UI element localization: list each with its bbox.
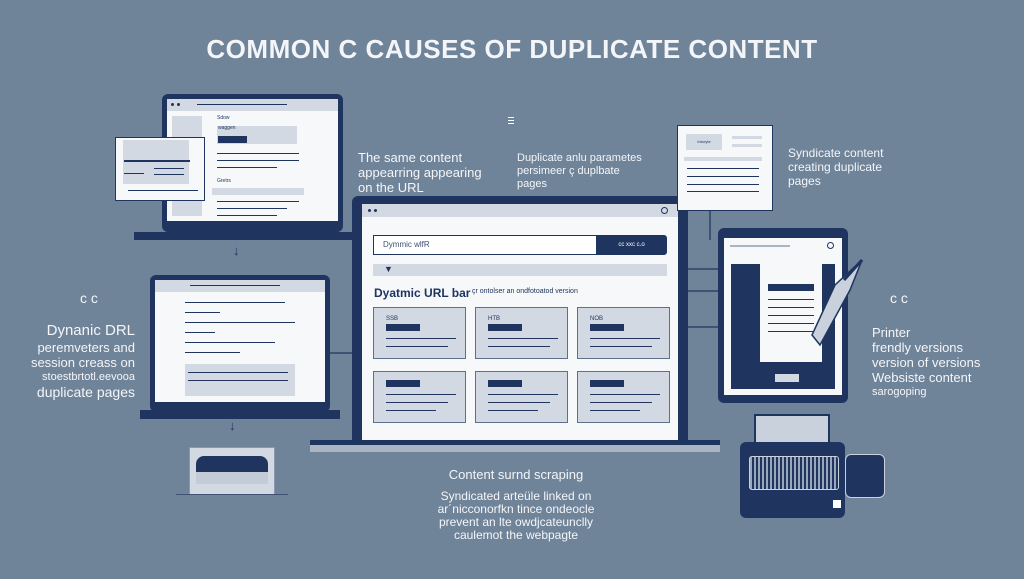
doc-label: Intoryte xyxy=(686,134,722,150)
caption-printer: Printer frendly versions version of vers… xyxy=(872,325,980,400)
connector xyxy=(688,268,720,270)
caption-line: peremveters and xyxy=(37,340,135,355)
second-laptop xyxy=(150,275,330,412)
card-tag: SSB xyxy=(386,316,399,322)
card-title-bar xyxy=(386,324,420,331)
laptop-base xyxy=(140,410,340,419)
content-card[interactable] xyxy=(475,371,568,423)
caption-line: Dynanic DRL xyxy=(46,322,135,339)
connector xyxy=(330,352,354,354)
content-card[interactable]: SSB xyxy=(373,307,466,359)
printer-icon xyxy=(740,412,890,520)
caption-heading: Content surnd scraping xyxy=(448,467,584,482)
caption-dynamic-url: Dynanic DRL peremveters and session crea… xyxy=(20,322,135,400)
laptop-base xyxy=(310,440,720,452)
caption-line: ar´nicconorfkn tince ondeocle xyxy=(437,502,595,516)
card-tag: NOB xyxy=(590,316,604,322)
caption-syndicate: Syndicate content creating duplicate pag… xyxy=(788,146,883,188)
filter-icon[interactable]: ▼ xyxy=(384,264,393,274)
caption-line: appearring appearing xyxy=(358,165,482,180)
card-title-bar xyxy=(590,324,624,331)
divider xyxy=(176,494,288,495)
caption-line: Syndicate content xyxy=(788,146,884,160)
caption-line: duplicate pages xyxy=(36,384,135,400)
content-card[interactable]: HTB xyxy=(475,307,568,359)
section-subheading: çr ontolser an ondfotoatod version xyxy=(472,288,578,295)
caption-line: caulemot the webpagte xyxy=(453,528,579,542)
caption-line: stoestbrtotl.eevooa xyxy=(42,371,135,383)
card-title-bar xyxy=(488,324,522,331)
document-card: Intoryte xyxy=(677,125,773,211)
caption-line: persimeer ç duplbate xyxy=(517,165,620,177)
menu-icon xyxy=(508,117,514,124)
quote-decoration: c c xyxy=(890,290,908,306)
laptop-base xyxy=(134,232,352,240)
arrow-down-icon: ↓ xyxy=(233,243,240,258)
caption-line: Websiste content xyxy=(872,370,972,385)
label: waggen xyxy=(218,125,236,131)
caption-line: Printer xyxy=(872,325,911,340)
caption-line: session creass on xyxy=(30,355,135,370)
caption-scraping: Content surnd scraping Syndicated arteül… xyxy=(316,467,716,542)
url-submit-button[interactable]: cc xxc c.o xyxy=(596,235,667,255)
section-heading: Dyatmic URL bar xyxy=(374,286,471,300)
settings-icon[interactable] xyxy=(661,207,668,214)
caption-line: sarogoping xyxy=(872,386,927,398)
caption-line: The same content xyxy=(358,150,463,165)
quote-decoration: c c xyxy=(80,290,98,306)
label: Sdow xyxy=(217,115,230,121)
card-tag: HTB xyxy=(488,316,500,322)
url-input[interactable]: Dymmic wlfR xyxy=(373,235,597,255)
drive-device-icon xyxy=(189,447,275,495)
top-laptop: Sdow waggen Gretrs xyxy=(162,94,343,232)
caption-same-content: The same content appearring appearing on… xyxy=(358,150,482,195)
content-card[interactable]: NOB xyxy=(577,307,670,359)
caption-line: on the URL xyxy=(358,180,424,195)
connector xyxy=(688,326,720,328)
arrow-down-icon: ↓ xyxy=(229,418,236,433)
caption-line: version of versions xyxy=(872,355,981,370)
caption-line: prevent an lte owdjcateunclly xyxy=(438,515,594,529)
caption-line: creating duplicate xyxy=(788,160,883,174)
card-title-bar xyxy=(590,380,624,387)
page-title: COMMON C CAUSES OF DUPLICATE CONTENT xyxy=(206,34,818,64)
caption-line: Duplicate anlu parametes xyxy=(517,152,642,164)
caption-line: pages xyxy=(788,174,821,188)
content-card[interactable] xyxy=(577,371,670,423)
floating-page-card xyxy=(115,137,205,201)
label: Gretrs xyxy=(217,178,231,184)
caption-line: Syndicated arteüle linked on xyxy=(440,489,592,503)
caption-line: pages xyxy=(517,178,547,190)
main-browser-window: Dymmic wlfR cc xxc c.o ▼ Dyatmic URL bar… xyxy=(352,196,688,446)
connector xyxy=(688,290,720,292)
caption-duplicate-params: Duplicate anlu parametes persimeer ç dup… xyxy=(517,152,642,191)
connector xyxy=(709,208,711,240)
content-card[interactable] xyxy=(373,371,466,423)
pen-icon xyxy=(811,258,864,347)
card-title-bar xyxy=(488,380,522,387)
card-title-bar xyxy=(386,380,420,387)
caption-line: frendly versions xyxy=(872,340,964,355)
